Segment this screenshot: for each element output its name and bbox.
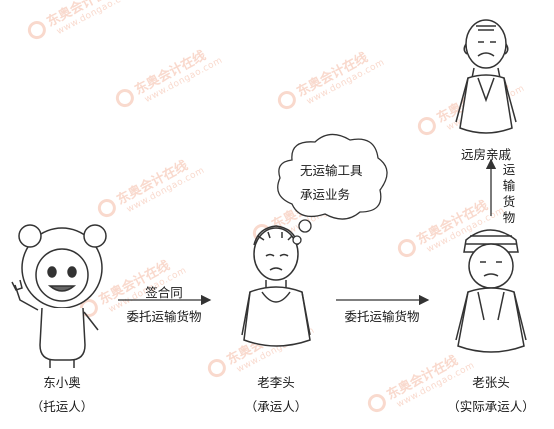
dongxiaoao-role: （托运人）: [30, 399, 94, 414]
bubble-line-1: 无运输工具: [300, 163, 363, 178]
transport-label: 运输货物: [502, 162, 516, 225]
laozhangtou-name: 老张头: [472, 375, 510, 390]
laozhangtou-figure: [455, 229, 527, 353]
dongxiaoao-name: 东小奥: [43, 375, 81, 390]
bubble-line-2: 承运业务: [300, 187, 351, 202]
dongxiaoao-figure: [11, 224, 107, 368]
relative-name: 远房亲戚: [460, 147, 512, 162]
contract-label: 签合同: [145, 285, 183, 300]
laozhangtou-role: （实际承运人）: [447, 399, 535, 414]
entrust-goods-label: 委托运输货物: [126, 309, 202, 324]
laolitou-role: （承运人）: [244, 399, 308, 414]
laolitou-figure: [241, 225, 311, 347]
entrust-goods-label-2: 委托运输货物: [344, 309, 420, 324]
relative-figure: [455, 19, 517, 134]
laolitou-name: 老李头: [257, 375, 295, 390]
thought-bubble: [277, 133, 388, 245]
